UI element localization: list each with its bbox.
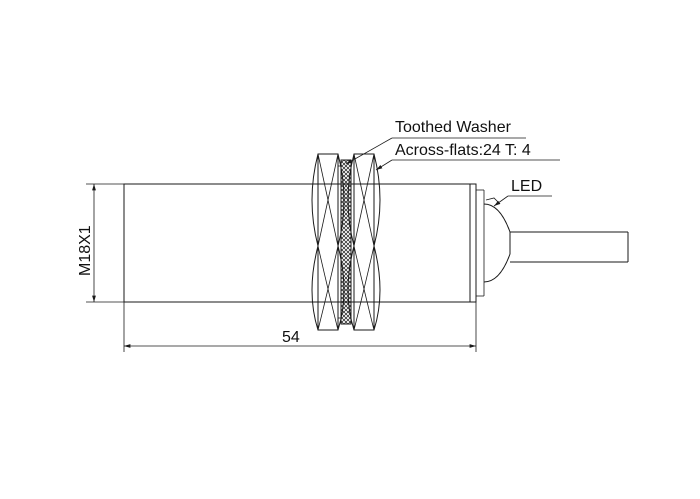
hex-nut-left (311, 153, 345, 331)
toothed-washer-label: Toothed Washer (395, 119, 512, 136)
led-label: LED (511, 178, 542, 195)
length-label: 54 (282, 329, 300, 346)
length-dimension (123, 302, 477, 352)
led-leader (493, 195, 552, 207)
sensor-body (123, 183, 485, 303)
hex-nut-right (347, 153, 381, 331)
washer-leader (345, 137, 526, 165)
thread-dimension (86, 183, 124, 303)
thread-size-label: M18X1 (77, 225, 94, 276)
cable (510, 231, 629, 263)
led-cap (483, 197, 511, 283)
flats-leader (375, 159, 560, 171)
across-flats-label: Across-flats:24 T: 4 (395, 142, 531, 159)
